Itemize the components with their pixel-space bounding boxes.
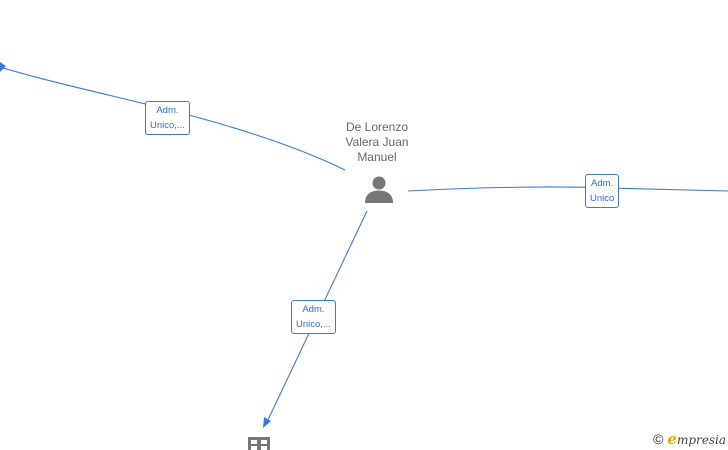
logo-text: mpresia xyxy=(676,433,726,447)
edge-label-line: Adm. xyxy=(156,105,179,116)
person-icon[interactable] xyxy=(364,175,394,205)
person-name-line: De Lorenzo xyxy=(345,120,409,134)
edge-right xyxy=(407,186,728,192)
empresia-watermark: © empresia xyxy=(653,430,726,448)
edge-lower-arrowhead xyxy=(263,417,271,428)
edge-upper-left-arrowhead xyxy=(0,62,6,72)
edge-label-line: Unico xyxy=(590,193,615,204)
person-name-line: Valera Juan xyxy=(345,135,409,149)
building-icon[interactable] xyxy=(247,436,271,450)
edge-label-line: Unico,... xyxy=(150,120,185,131)
edge-label-right[interactable]: Adm. Unico xyxy=(585,174,620,208)
edge-label-line: Adm. xyxy=(591,178,614,189)
edge-label-upper-left[interactable]: Adm. Unico,... xyxy=(145,101,190,135)
edge-label-lower[interactable]: Adm. Unico,... xyxy=(291,300,336,334)
person-name-line: Manuel xyxy=(357,150,397,164)
logo-initial: e xyxy=(667,430,677,448)
edge-label-line: Unico,... xyxy=(296,319,331,330)
copyright-symbol: © xyxy=(653,431,664,447)
person-node-name[interactable]: De Lorenzo Valera Juan Manuel xyxy=(330,120,424,165)
edge-label-line: Adm. xyxy=(302,304,325,315)
empresia-logo: empresia xyxy=(667,430,726,448)
